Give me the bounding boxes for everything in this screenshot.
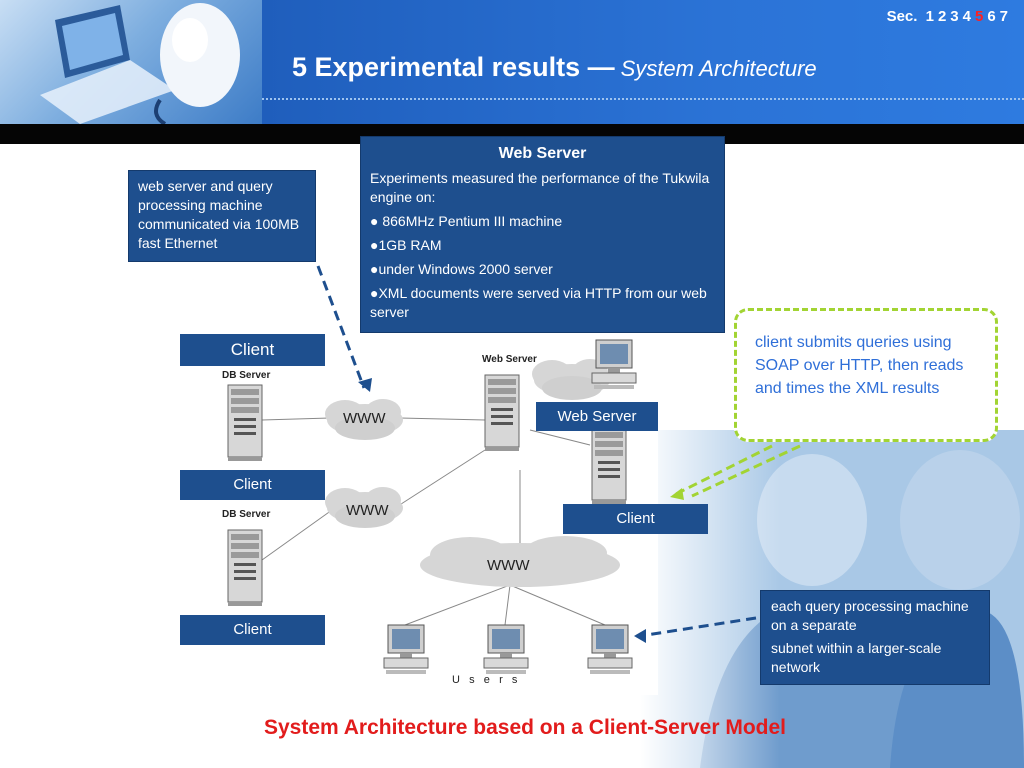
db-server-1-icon bbox=[227, 384, 263, 462]
title-main: 5 Experimental results — bbox=[292, 52, 615, 82]
web-server-info-intro: Experiments measured the performance of … bbox=[370, 170, 710, 205]
client-label-right: Client bbox=[563, 504, 708, 534]
subnet-note-box: each query processing machine on a separ… bbox=[760, 590, 990, 685]
client-label-bottom: Client bbox=[180, 615, 325, 645]
bullet-text: XML documents were served via HTTP from … bbox=[370, 285, 707, 320]
bullet-text: 866MHz Pentium III machine bbox=[382, 213, 563, 229]
arrowhead-subnet-icon bbox=[634, 629, 646, 643]
green-dashed-arrows bbox=[675, 444, 801, 498]
header-photo bbox=[0, 0, 262, 124]
bullet-text: under Windows 2000 server bbox=[378, 261, 553, 277]
network-note-box: web server and query processing machine … bbox=[128, 170, 316, 262]
laptop-mouse-image bbox=[40, 3, 240, 124]
header-bar bbox=[262, 0, 1024, 124]
web-server-bullet-3: ●under Windows 2000 server bbox=[370, 260, 715, 279]
web-server-small-label: Web Server bbox=[482, 354, 537, 365]
section-link-3[interactable]: 3 bbox=[950, 8, 959, 25]
header bbox=[0, 0, 1024, 144]
web-server-bullet-1: ● 866MHz Pentium III machine bbox=[370, 212, 715, 231]
section-link-1[interactable]: 1 bbox=[925, 8, 934, 25]
subnet-note-text-1: each query processing machine on a separ… bbox=[771, 598, 969, 633]
bullet-icon: ● bbox=[370, 237, 379, 253]
client-note-text: client submits queries using SOAP over H… bbox=[755, 334, 964, 397]
client-server-icon bbox=[591, 427, 627, 505]
www-label-2: WWW bbox=[346, 502, 389, 519]
section-label: Sec. bbox=[886, 8, 918, 25]
client-note-box: client submits queries using SOAP over H… bbox=[734, 308, 998, 442]
subnet-note-text-2: subnet within a larger-scale network bbox=[771, 640, 942, 675]
web-server-info-heading: Web Server bbox=[498, 145, 587, 162]
bullet-icon: ● bbox=[370, 213, 383, 229]
user-pc-1-icon bbox=[383, 624, 429, 675]
users-label: U s e r s bbox=[452, 674, 518, 686]
bullet-text: 1GB RAM bbox=[378, 237, 442, 253]
section-link-4[interactable]: 4 bbox=[962, 8, 971, 25]
diagram-caption: System Architecture based on a Client-Se… bbox=[263, 716, 787, 739]
cloud-www-3 bbox=[420, 536, 620, 587]
network-note-text: web server and query processing machine … bbox=[138, 178, 300, 251]
section-link-6[interactable]: 6 bbox=[987, 8, 996, 25]
page-title: 5 Experimental results —System Architect… bbox=[292, 52, 817, 83]
section-link-5-current[interactable]: 5 bbox=[974, 8, 984, 25]
section-link-2[interactable]: 2 bbox=[937, 8, 947, 25]
bullet-icon: ● bbox=[370, 261, 379, 277]
db-server-2-label: DB Server bbox=[222, 509, 270, 520]
www-label-3: WWW bbox=[487, 557, 530, 574]
web-server-bullet-4: ●XML documents were served via HTTP from… bbox=[370, 284, 715, 322]
title-subtitle: System Architecture bbox=[620, 56, 817, 81]
web-server-bullet-2: ●1GB RAM bbox=[370, 236, 715, 255]
client-label-mid: Client bbox=[180, 470, 325, 500]
section-link-7[interactable]: 7 bbox=[999, 8, 1008, 25]
pc-top-icon bbox=[591, 339, 637, 390]
header-dark-strip bbox=[0, 124, 1024, 144]
web-server-info-box: Web Server Experiments measured the perf… bbox=[360, 136, 725, 333]
header-dotted-line bbox=[262, 98, 1024, 100]
www-label-1: WWW bbox=[343, 410, 386, 427]
web-server-label: Web Server bbox=[536, 402, 658, 431]
web-server-tower-icon bbox=[484, 374, 520, 452]
blue-dashed-arrows bbox=[316, 265, 757, 638]
user-pc-3-icon bbox=[587, 624, 633, 675]
arrowhead-client-icon bbox=[670, 488, 684, 500]
client-label-top: Client bbox=[180, 334, 325, 366]
db-server-2-icon bbox=[227, 529, 263, 607]
arrowhead-network-icon bbox=[358, 378, 372, 392]
user-pc-2-icon bbox=[483, 624, 529, 675]
db-server-1-label: DB Server bbox=[222, 370, 270, 381]
bullet-icon: ● bbox=[370, 285, 379, 301]
